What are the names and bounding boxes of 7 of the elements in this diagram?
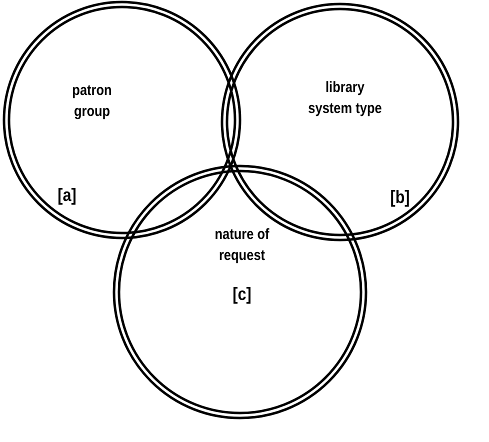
- set-letter: [c]: [232, 284, 252, 305]
- set-letter: [b]: [389, 187, 411, 208]
- set-label: library system type: [307, 78, 383, 119]
- set-label: nature of request: [214, 225, 270, 266]
- set-letter: [a]: [56, 185, 78, 206]
- set-label: patron group: [71, 81, 113, 122]
- set-circle: [112, 164, 368, 420]
